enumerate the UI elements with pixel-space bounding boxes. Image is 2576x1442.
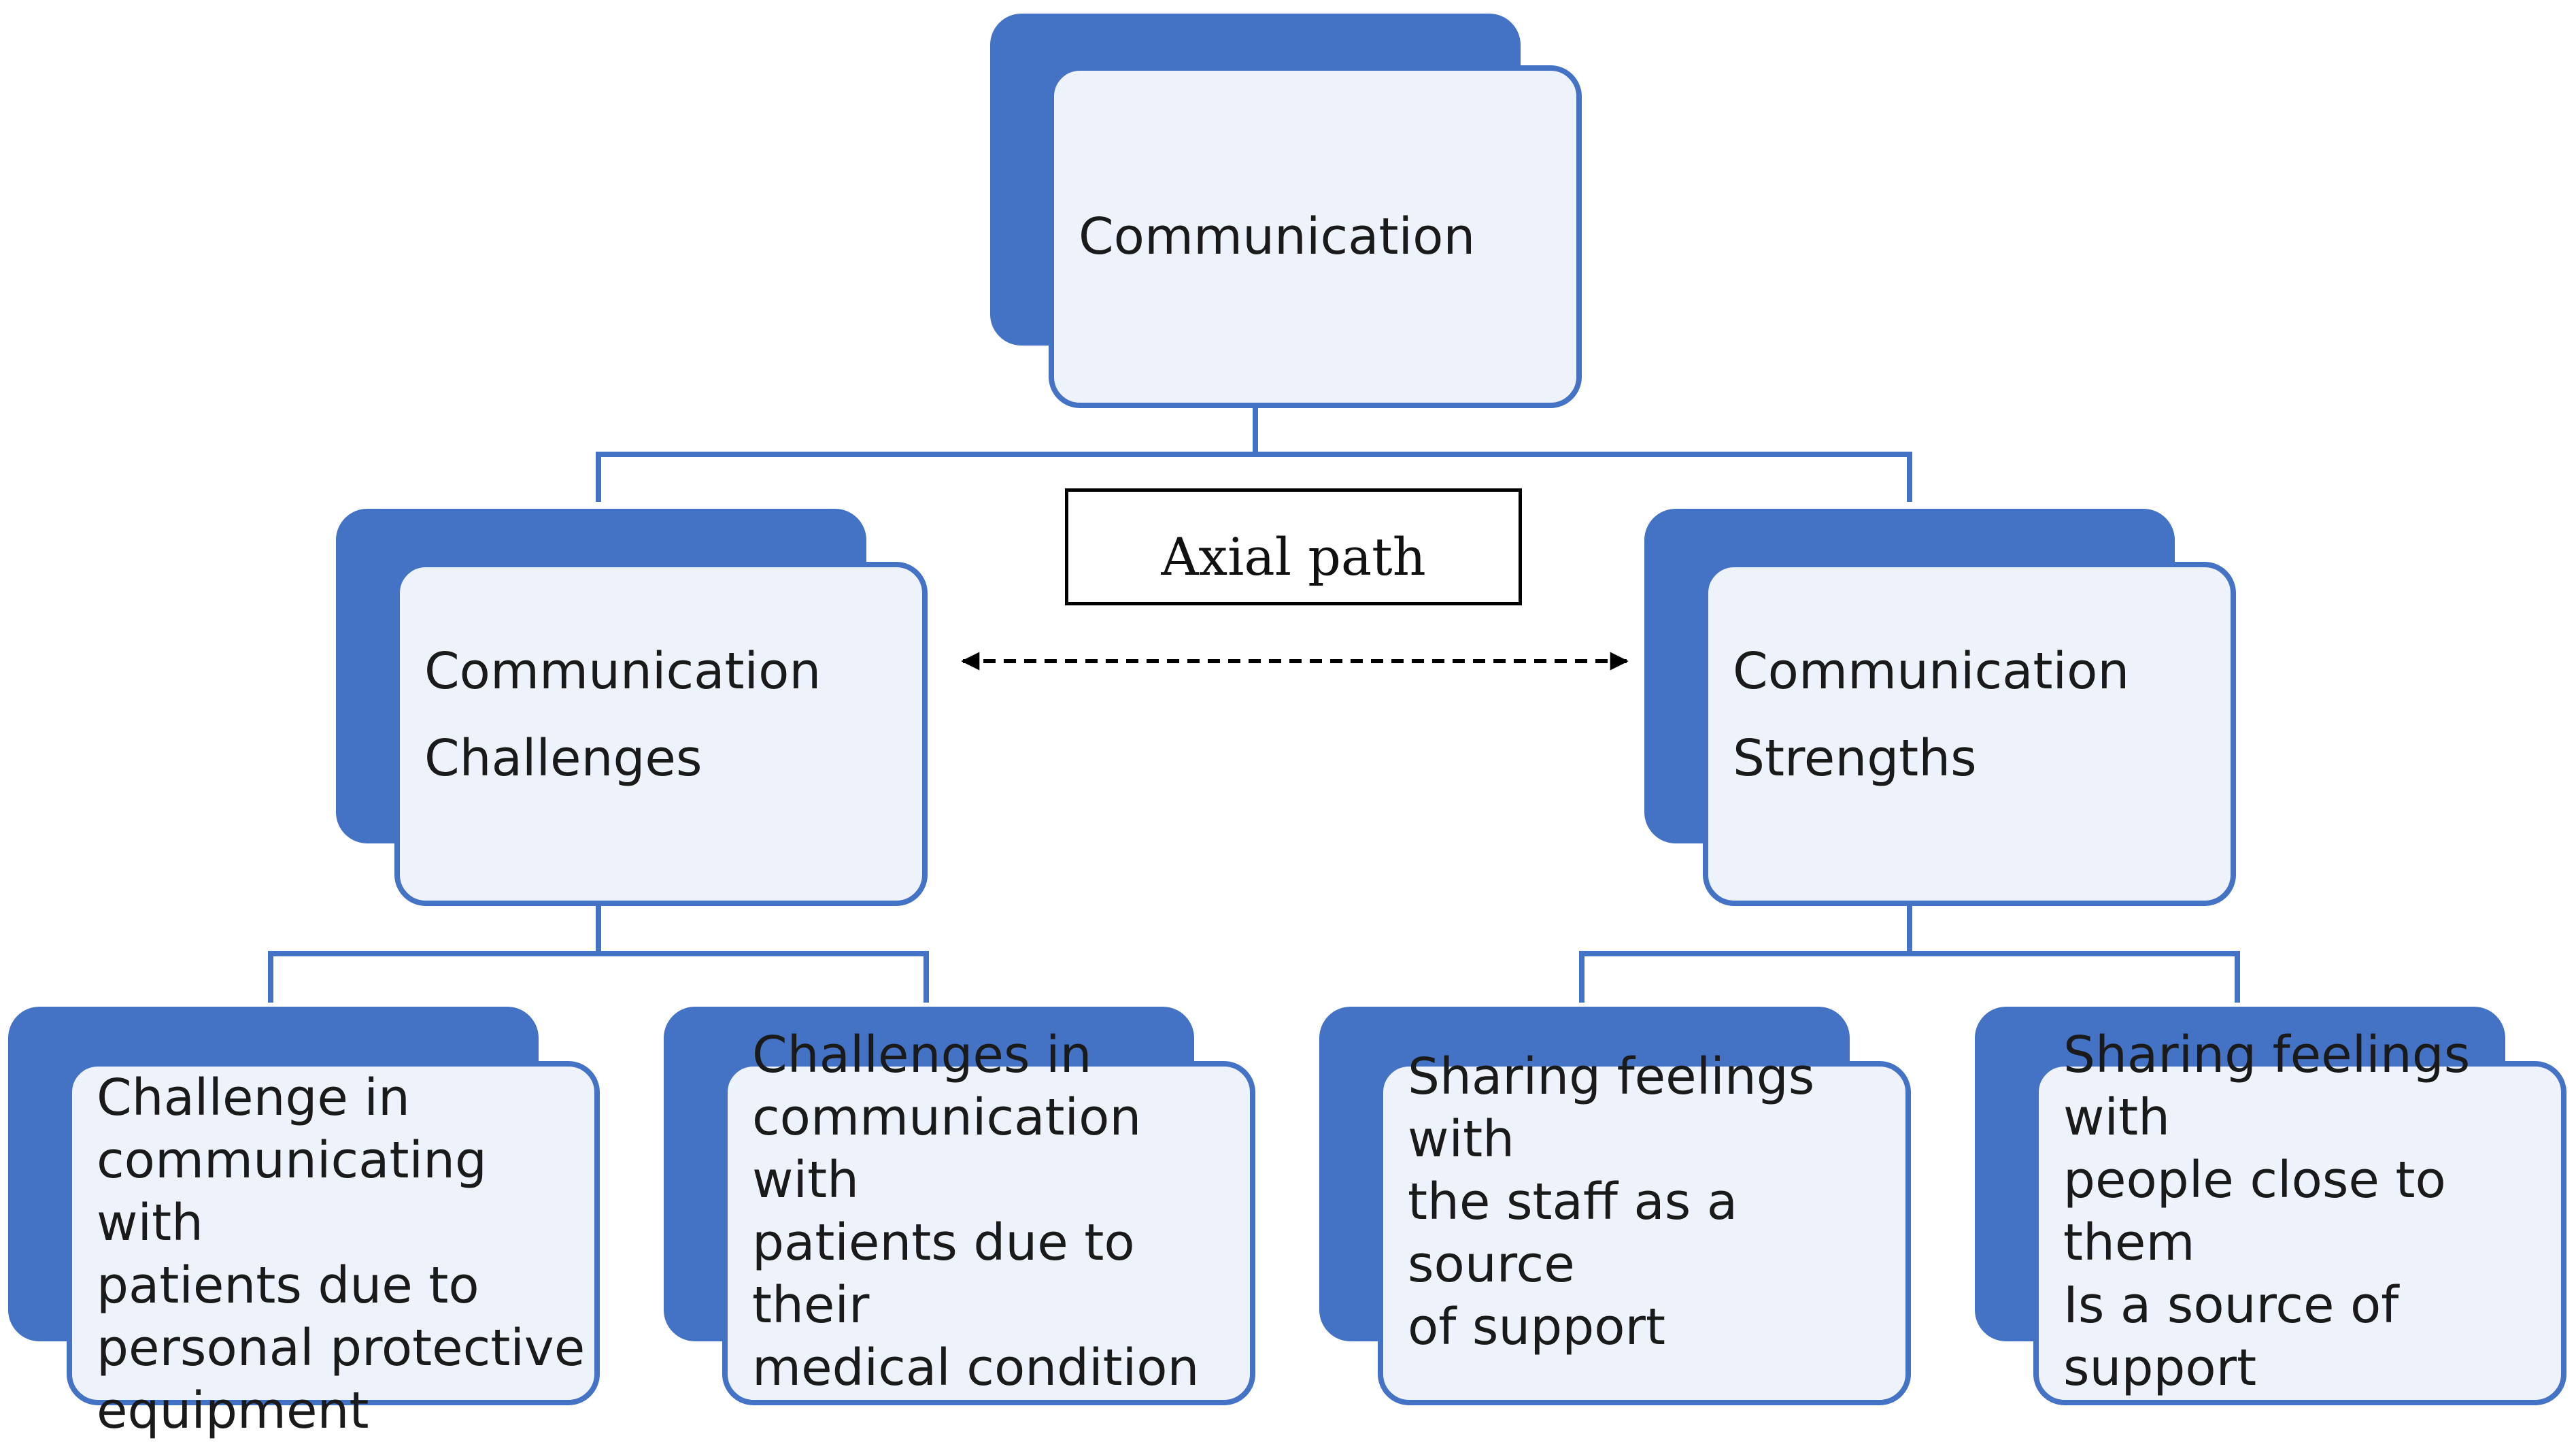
node-communication-challenges: Communication Challenges xyxy=(336,509,928,906)
axial-path-label: Axial path xyxy=(1161,526,1426,587)
node-label: Sharing feelings with the staff as a sou… xyxy=(1408,1047,1815,1356)
node-label: Communication xyxy=(1079,207,1476,266)
node-medical-condition-challenge: Challenges in communication with patient… xyxy=(664,1007,1255,1405)
axial-path-label-box: Axial path xyxy=(1065,488,1522,605)
connector-strengths-close xyxy=(1910,951,2240,1003)
connector-root-strengths xyxy=(1255,452,1912,502)
node-card: Challenges in communication with patient… xyxy=(722,1026,1255,1405)
node-label: Communication Strengths xyxy=(1733,642,2130,788)
node-card: Communication Strengths xyxy=(1703,562,2236,906)
node-label: Communication Challenges xyxy=(424,642,821,788)
node-communication: Communication xyxy=(990,14,1582,408)
node-label: Challenges in communication with patient… xyxy=(752,1026,1200,1397)
node-card: Sharing feelings with the staff as a sou… xyxy=(1378,1047,1911,1405)
node-card: Sharing feelings with people close to th… xyxy=(2033,1026,2566,1405)
node-close-people-support: Sharing feelings with people close to th… xyxy=(1975,1007,2566,1405)
node-card: Communication xyxy=(1049,65,1582,408)
connector-challenges-medical xyxy=(598,951,929,1003)
node-card: Challenge in communicating with patients… xyxy=(67,1061,600,1440)
node-ppe-challenge: Challenge in communicating with patients… xyxy=(8,1007,600,1440)
node-label: Sharing feelings with people close to th… xyxy=(2063,1026,2471,1397)
node-communication-strengths: Communication Strengths xyxy=(1644,509,2236,906)
node-staff-support: Sharing feelings with the staff as a sou… xyxy=(1319,1007,1911,1405)
node-card: Communication Challenges xyxy=(394,562,928,906)
node-label: Challenge in communicating with patients… xyxy=(97,1069,586,1440)
